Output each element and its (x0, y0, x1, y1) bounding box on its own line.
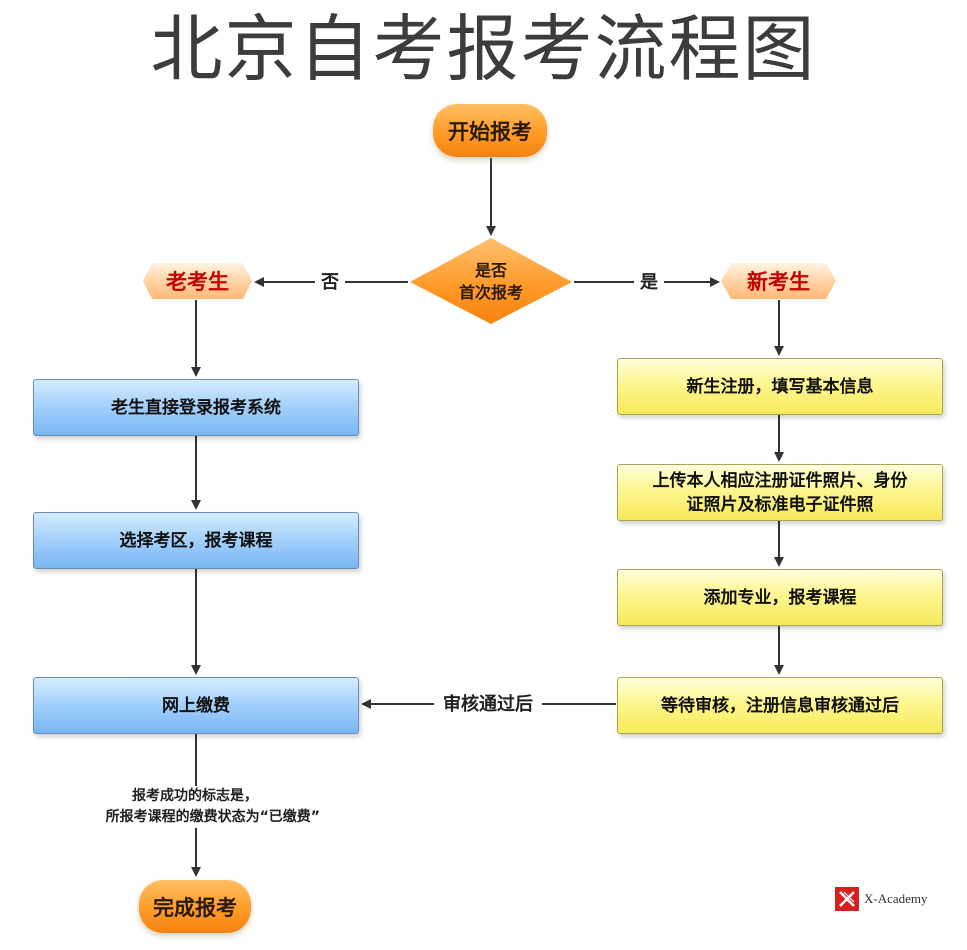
start-node: 开始报考 (433, 104, 547, 157)
decision-node: 是否 首次报考 (432, 256, 550, 308)
logo-text: X-Academy (864, 891, 928, 906)
branch-no-label: 否 (315, 271, 345, 295)
new-step-register: 新生注册，填写基本信息 (617, 358, 943, 415)
decision-line2: 首次报考 (458, 283, 523, 302)
old-step-select-courses: 选择考区，报考课程 (33, 512, 359, 569)
new-step-upload-photos: 上传本人相应注册证件照片、身份 证照片及标准电子证件照 (617, 464, 943, 521)
success-note: 报考成功的标志是， 所报考课程的缴费状态为“已缴费” (40, 786, 320, 828)
after-review-label: 审核通过后 (434, 693, 542, 717)
decision-line1: 是否 (474, 261, 507, 280)
upload-photos-line2: 证照片及标准电子证件照 (686, 494, 874, 515)
new-student-label: 新考生 (747, 270, 810, 294)
new-step-add-major: 添加专业，报考课程 (617, 569, 943, 626)
x-academy-logo-icon (835, 887, 859, 911)
old-step-login: 老生直接登录报考系统 (33, 379, 359, 436)
end-node: 完成报考 (139, 880, 251, 933)
old-student-label: 老考生 (166, 270, 229, 294)
new-step-await-review: 等待审核，注册信息审核通过后 (617, 677, 943, 734)
branch-yes-label: 是 (634, 271, 664, 295)
upload-photos-line1: 上传本人相应注册证件照片、身份 (652, 470, 908, 491)
step-online-payment: 网上缴费 (33, 677, 359, 734)
success-note-line1: 报考成功的标志是， (132, 788, 258, 804)
diagram-title: 北京自考报考流程图 (150, 7, 817, 91)
success-note-line2: 所报考课程的缴费状态为“已缴费” (105, 809, 320, 825)
